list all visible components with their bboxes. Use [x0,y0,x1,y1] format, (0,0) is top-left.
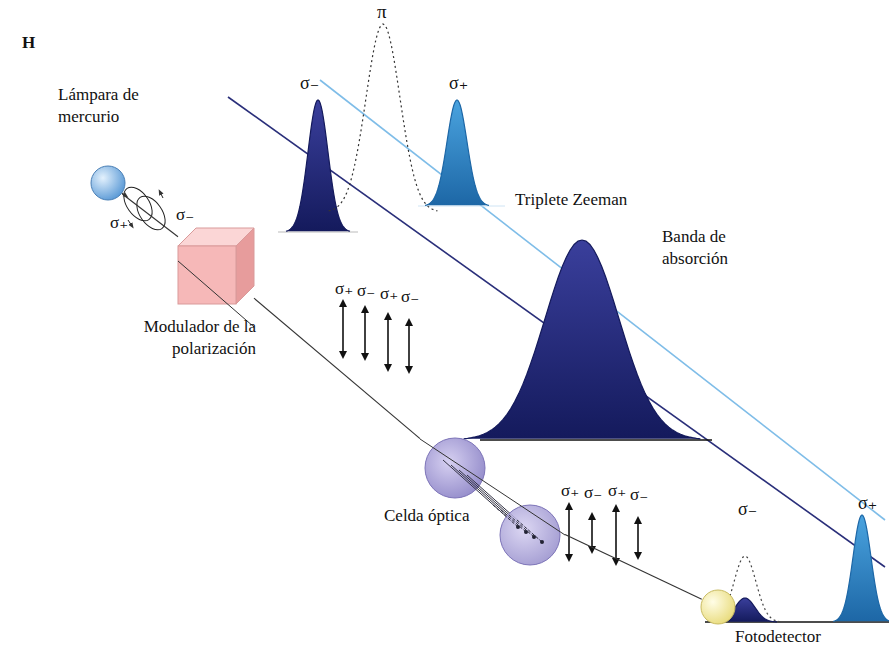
atom-path [493,505,518,527]
atom-path [517,520,542,542]
sigma-label: σ₋ [300,74,319,94]
sigma-plus-peak [425,100,489,205]
component-label: Celda óptica [384,505,484,527]
light-beam [122,194,178,237]
atom [516,525,520,529]
sigma-label: σ₋ [630,486,648,505]
optical-cell: Celda óptica [420,435,565,565]
rotation-arrow [128,220,132,226]
sigma-label: σ₊ [561,482,579,501]
spectrum-axis [320,80,885,520]
sigma-label: σ₊ [380,285,398,304]
atom [540,540,544,544]
polarization-circle [131,191,171,235]
sigma-label: σ₋ [584,484,602,503]
sigma-label: σ₊ [110,214,128,233]
spectrum-title: Triplete Zeeman [515,191,627,210]
sigma-label: σ₋ [176,206,194,225]
atom [524,530,528,534]
absorption-band [464,240,701,439]
photodetector-shape [700,589,736,625]
sigma-label: σ₋ [738,500,757,520]
polarization-arrows [343,303,409,370]
mercury-lamp-outline [91,166,125,200]
sigma-label: σ₊ [858,494,877,514]
component-label: Modulador de la polarización [92,316,256,360]
light-beam [254,298,420,438]
atom-path [509,515,534,537]
polarization-modulator: Modulador de la polarización [178,228,254,304]
rotation-arrow [160,192,163,198]
sigma-label: σ₋ [401,288,419,307]
cube-front [178,246,236,304]
spectrum-axis [228,97,885,567]
baseline [418,206,505,207]
photodetector-outline [701,590,735,624]
field-symbol: H [22,34,35,53]
cube-side [236,228,254,304]
sigma-label: σ₋ [357,282,375,301]
polarization-modulator-shape [178,228,254,304]
polarization-arrows [569,506,638,562]
light-beam [565,534,702,599]
optical-cell-shape [420,435,565,565]
photodetector: Fotodetector [700,589,736,625]
atom-path [501,510,526,532]
sigma-label: σ₊ [608,482,626,501]
component-label: Lámpara de mercurio [58,84,170,128]
mercury-lamp: Lámpara de mercurio [90,165,126,201]
atom [532,535,536,539]
pi-label: π [377,2,387,23]
cell-window [500,505,560,565]
mercury-lamp-shape [90,165,126,201]
sigma-label: σ₊ [335,280,353,299]
spectrum-title: Banda de absorción [662,226,762,270]
baseline [278,232,358,233]
component-label: Fotodetector [735,626,845,648]
sigma-plus-peak [833,515,889,621]
sigma-label: σ₊ [449,74,468,94]
pi-peak [329,24,438,211]
sigma-minus-peak [286,100,350,231]
baseline [480,439,712,440]
